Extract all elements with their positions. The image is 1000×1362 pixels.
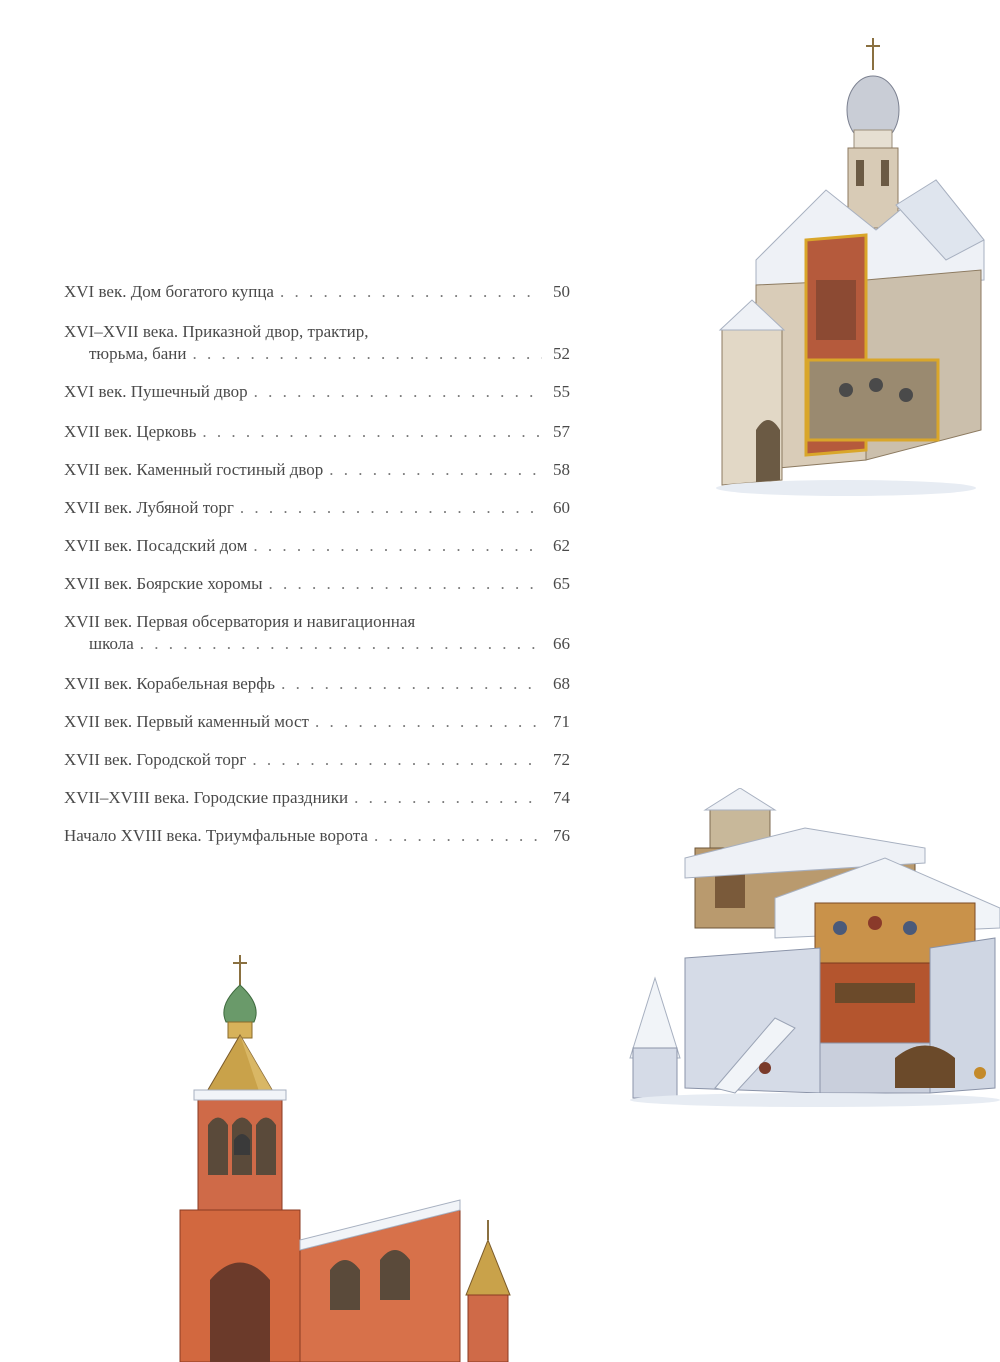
toc-page-number: 65 xyxy=(553,574,570,593)
toc-entry[interactable]: XVII век. Церковь 57 xyxy=(64,421,570,443)
toc-page-number: 74 xyxy=(553,788,570,807)
toc-entry-title: XVII век. Первая обсерватория и навигаци… xyxy=(64,612,416,631)
toc-page-number: 72 xyxy=(553,750,570,769)
toc-entry-title: школа xyxy=(89,634,134,653)
toc-entry-title: XVII век. Каменный гостиный двор xyxy=(64,460,324,479)
toc-page-number: 71 xyxy=(553,712,570,731)
bell-tower-gate-illustration xyxy=(179,955,511,1362)
toc-entry[interactable]: XVI век. Пушечный двор 55 xyxy=(64,381,570,403)
toc-leader-dots xyxy=(253,535,542,557)
toc-page-number: 52 xyxy=(553,344,570,363)
toc-entry-line: XVII век. Посадский дом 62 xyxy=(64,535,570,557)
toc-entry-title: XVII век. Лубяной торг xyxy=(64,498,234,517)
toc-entry-line: XVII век. Лубяной торг 60 xyxy=(64,497,570,519)
toc-entry-line: XVII век. Городской торг 72 xyxy=(64,749,570,771)
toc-entry[interactable]: Начало XVIII века. Триумфальные ворота 76 xyxy=(64,825,570,847)
toc-page-number: 58 xyxy=(553,460,570,479)
toc-entry-line: XVII век. Первый каменный мост 71 xyxy=(64,711,570,733)
toc-entry-line: XVII век. Церковь 57 xyxy=(64,421,570,443)
toc-entry[interactable]: XVII век. Корабельная верфь 68 xyxy=(64,673,570,695)
toc-page-number: 62 xyxy=(553,536,570,555)
toc-leader-dots xyxy=(269,573,542,595)
toc-entry-title: XVII век. Боярские хоромы xyxy=(64,574,263,593)
toc-entry-line: XVII век. Каменный гостиный двор 58 xyxy=(64,459,570,481)
toc-entry-line: XVII–XVIII века. Городские праздники 74 xyxy=(64,787,570,809)
toc-page-number: 50 xyxy=(553,282,570,301)
toc-entry-title: XVII век. Церковь xyxy=(64,422,197,441)
toc-entry-continuation: тюрьма, бани 52 xyxy=(64,343,570,365)
toc-entry[interactable]: XVII–XVIII века. Городские праздники 74 xyxy=(64,787,570,809)
toc-page-number: 66 xyxy=(553,634,570,653)
toc-entry-title: тюрьма, бани xyxy=(89,344,187,363)
toc-leader-dots xyxy=(280,281,542,303)
toc-leader-dots xyxy=(374,825,542,847)
toc-leader-dots xyxy=(140,633,542,655)
toc-entry[interactable]: XVII век. Боярские хоромы 65 xyxy=(64,573,570,595)
toc-leader-dots xyxy=(240,497,542,519)
toc-entry-title: XVI век. Пушечный двор xyxy=(64,382,248,401)
toc-leader-dots xyxy=(315,711,542,733)
toc-entry-title: XVI век. Дом богатого купца xyxy=(64,282,274,301)
toc-entry-line: XVII век. Первая обсерватория и навигаци… xyxy=(64,611,570,633)
toc-entry[interactable]: XVII век. Первый каменный мост 71 xyxy=(64,711,570,733)
toc-entry-line: XVI век. Дом богатого купца 50 xyxy=(64,281,570,303)
toc-leader-dots xyxy=(281,673,542,695)
church-cutaway-illustration xyxy=(716,38,985,496)
toc-entry[interactable]: XVII век. Лубяной торг 60 xyxy=(64,497,570,519)
toc-page-number: 60 xyxy=(553,498,570,517)
toc-page-number: 57 xyxy=(553,422,570,441)
toc-leader-dots xyxy=(202,421,542,443)
toc-leader-dots xyxy=(192,343,542,365)
toc-entry-title: XVII век. Посадский дом xyxy=(64,536,248,555)
toc-entry-title: XVI–XVII века. Приказной двор, трактир, xyxy=(64,322,369,341)
toc-entry-line: XVII век. Корабельная верфь 68 xyxy=(64,673,570,695)
toc-page-number: 76 xyxy=(553,826,570,845)
toc-entry-title: XVII век. Корабельная верфь xyxy=(64,674,276,693)
toc-entry[interactable]: XVII век. Первая обсерватория и навигаци… xyxy=(64,611,570,655)
toc-entry-title: XVII век. Первый каменный мост xyxy=(64,712,309,731)
toc-entry-line: XVI–XVII века. Приказной двор, трактир, xyxy=(64,321,570,343)
toc-entry-title: XVII–XVIII века. Городские праздники xyxy=(64,788,349,807)
toc-page-number: 68 xyxy=(553,674,570,693)
toc-entry-line: Начало XVIII века. Триумфальные ворота 76 xyxy=(64,825,570,847)
toc-entry[interactable]: XVII век. Посадский дом 62 xyxy=(64,535,570,557)
toc-entry[interactable]: XVI–XVII века. Приказной двор, трактир, т… xyxy=(64,321,570,365)
toc-entry-title: Начало XVIII века. Триумфальные ворота xyxy=(64,826,368,845)
toc-entry-line: XVI век. Пушечный двор 55 xyxy=(64,381,570,403)
toc-entry[interactable]: XVII век. Городской торг 72 xyxy=(64,749,570,771)
toc-page-number: 55 xyxy=(553,382,570,401)
toc-leader-dots xyxy=(354,787,542,809)
toc-leader-dots xyxy=(254,381,542,403)
toc-entry[interactable]: XVII век. Каменный гостиный двор 58 xyxy=(64,459,570,481)
toc-entry-continuation: школа 66 xyxy=(64,633,570,655)
toc-leader-dots xyxy=(252,749,542,771)
toc-leader-dots xyxy=(329,459,542,481)
toc-entry-line: XVII век. Боярские хоромы 65 xyxy=(64,573,570,595)
toc-entry[interactable]: XVI век. Дом богатого купца 50 xyxy=(64,281,570,303)
toc-entry-title: XVII век. Городской торг xyxy=(64,750,247,769)
merchant-house-cutaway-illustration xyxy=(629,788,1000,1107)
